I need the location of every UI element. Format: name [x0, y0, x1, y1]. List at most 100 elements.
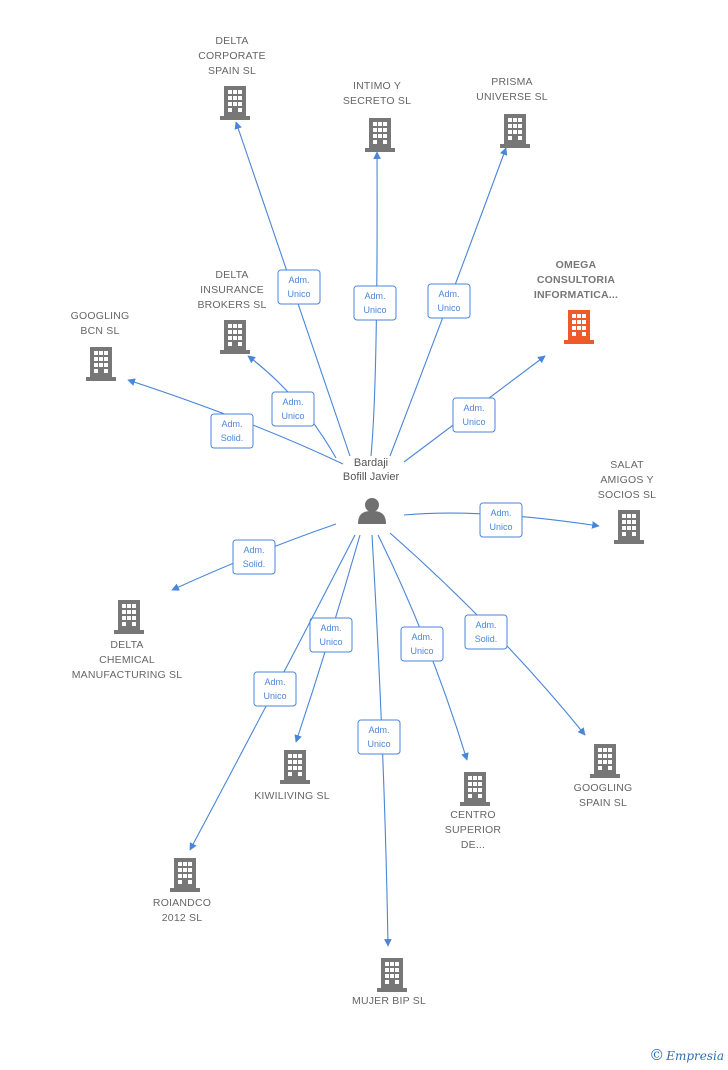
center-person-node[interactable]: Bardaji Bofill Javier: [343, 457, 400, 524]
relation-box: [479, 502, 523, 538]
relation-badge-googling-bcn[interactable]: Adm.Solid.: [210, 413, 254, 449]
relation-box: [427, 283, 471, 319]
relation-badge-intimo-secreto[interactable]: Adm.Unico: [353, 285, 397, 321]
company-node-delta-corporate[interactable]: DELTA CORPORATE SPAIN SL: [198, 35, 266, 120]
relation-text: Unico: [489, 522, 512, 532]
relation-text: Adm.: [463, 403, 484, 413]
company-label: INTIMO Y: [353, 80, 401, 92]
relation-badge-delta-chemical[interactable]: Adm. Solid.: [232, 539, 276, 575]
brand-name: Empresia: [666, 1049, 724, 1063]
building-icon: [280, 750, 310, 784]
relation-text: Adm.: [368, 725, 389, 735]
building-icon: [170, 858, 200, 892]
relation-text: Unico: [287, 289, 310, 299]
nodes-layer: DELTA CORPORATE SPAIN SL INTIMO Y SECRETO SL…: [71, 35, 656, 1007]
relation-badge-kiwiliving[interactable]: Adm. Unico: [309, 617, 353, 653]
company-label: SECRETO SL: [343, 95, 411, 107]
company-node-mujer-bip[interactable]: MUJER BIP SL: [352, 958, 426, 1007]
brand-footer[interactable]: ©Empresia: [649, 1046, 724, 1064]
building-icon: [460, 772, 490, 806]
company-label: MANUFACTURING SL: [72, 669, 183, 681]
company-label: OMEGA: [556, 259, 597, 271]
relation-text: Unico: [281, 411, 304, 421]
company-node-omega-consultoria[interactable]: OMEGACONSULTORIAINFORMATICA...: [534, 259, 618, 344]
relation-text: Adm.: [475, 620, 496, 630]
relation-text: Adm.: [264, 677, 285, 687]
building-icon: [614, 510, 644, 544]
company-label: DE...: [461, 839, 485, 851]
company-label: CHEMICAL: [99, 654, 155, 666]
building-icon: [220, 320, 250, 354]
center-label-line2: Bofill Javier: [343, 471, 400, 483]
relation-badge-mujer-bip[interactable]: Adm. Unico: [357, 719, 401, 755]
company-node-kiwiliving[interactable]: KIWILIVING SL: [254, 750, 330, 802]
relation-box: [277, 269, 321, 305]
company-label: 2012 SL: [162, 912, 203, 924]
relation-text: Adm.: [243, 545, 264, 555]
company-label: DELTA: [215, 35, 248, 47]
company-label: BCN SL: [80, 325, 119, 337]
company-node-delta-chemical[interactable]: DELTA CHEMICAL MANUFACTURING SL: [72, 600, 183, 681]
company-label: MUJER BIP SL: [352, 995, 426, 1007]
building-icon: [564, 310, 594, 344]
company-label: GOOGLING: [574, 782, 633, 794]
relation-badge-salat-amigos[interactable]: Adm.Unico: [479, 502, 523, 538]
copyright-icon: ©: [649, 1046, 665, 1064]
relation-text: Solid.: [243, 559, 266, 569]
relation-text: Unico: [367, 739, 390, 749]
person-icon: [358, 498, 386, 524]
company-node-intimo-secreto[interactable]: INTIMO Y SECRETO SL: [343, 80, 411, 152]
relation-box: [271, 391, 315, 427]
building-icon: [590, 744, 620, 778]
company-label: CORPORATE: [198, 50, 266, 62]
company-label: AMIGOS Y: [600, 474, 653, 486]
relation-text: Unico: [263, 691, 286, 701]
company-label: SPAIN SL: [579, 797, 627, 809]
relation-badge-googling-spain[interactable]: Adm. Solid.: [464, 614, 508, 650]
building-icon: [377, 958, 407, 992]
company-label: SALAT: [610, 459, 644, 471]
center-label-line1: Bardaji: [354, 457, 388, 469]
edge-intimo-secreto: [370, 151, 381, 457]
relation-box: [309, 617, 353, 653]
relation-text: Adm.: [320, 623, 341, 633]
company-label: SUPERIOR: [445, 824, 502, 836]
company-label: BROKERS SL: [197, 299, 266, 311]
company-node-roiandco[interactable]: ROIANDCO 2012 SL: [153, 858, 211, 924]
relation-text: Unico: [437, 303, 460, 313]
building-icon: [500, 114, 530, 148]
relation-text: Unico: [410, 646, 433, 656]
company-label: INSURANCE: [200, 284, 264, 296]
relation-text: Unico: [462, 417, 485, 427]
relation-badge-omega-consultoria[interactable]: Adm. Unico: [452, 397, 496, 433]
relation-badge-delta-corporate[interactable]: Adm.Unico: [277, 269, 321, 305]
company-label: SPAIN SL: [208, 65, 256, 77]
relation-box: [357, 719, 401, 755]
company-label: ROIANDCO: [153, 897, 211, 909]
relation-text: Adm.: [282, 397, 303, 407]
relation-text: Adm.: [438, 289, 459, 299]
relation-box: [464, 614, 508, 650]
company-node-centro-superior[interactable]: CENTRO SUPERIOR DE...: [445, 772, 502, 851]
company-label: CONSULTORIA: [537, 274, 615, 286]
relation-text: Unico: [319, 637, 342, 647]
company-label: DELTA: [110, 639, 143, 651]
relation-badge-delta-insurance[interactable]: Adm. Unico: [271, 391, 315, 427]
relation-badge-prisma-universe[interactable]: Adm. Unico: [427, 283, 471, 319]
company-node-googling-spain[interactable]: GOOGLING SPAIN SL: [574, 744, 633, 809]
edge-delta-corporate: [234, 121, 351, 457]
relation-badge-roiandco[interactable]: Adm. Unico: [253, 671, 297, 707]
relation-badge-centro-superior[interactable]: Adm. Unico: [400, 626, 444, 662]
relation-text: Adm.: [411, 632, 432, 642]
company-label: UNIVERSE SL: [476, 91, 548, 103]
relation-text: Solid.: [475, 634, 498, 644]
company-label: CENTRO: [450, 809, 496, 821]
relation-text: Solid.: [221, 433, 244, 443]
relation-text: Unico: [363, 305, 386, 315]
